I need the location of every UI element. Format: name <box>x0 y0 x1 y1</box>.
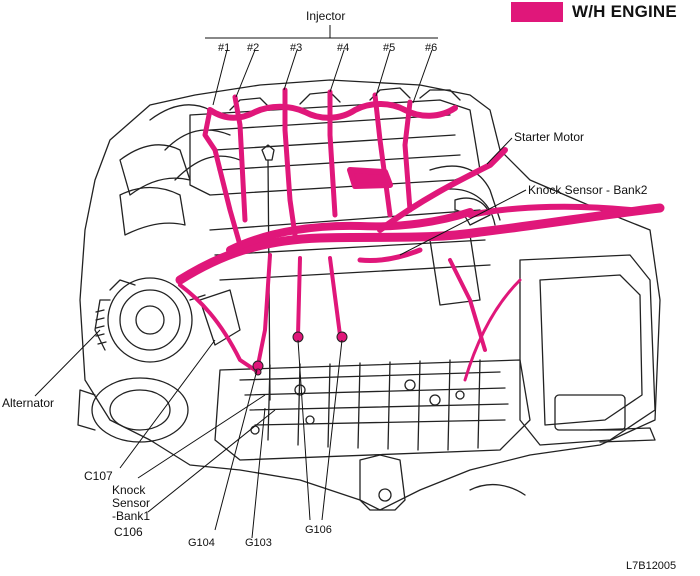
injector-4-label: #4 <box>337 42 350 54</box>
g103-label: G103 <box>245 537 272 549</box>
injector-label: Injector <box>306 9 346 23</box>
legend-title: W/H ENGINE <box>572 2 677 21</box>
figure-code: L7B12005 <box>626 560 677 572</box>
knock-sensor-bank1-line1: Knock <box>112 483 146 497</box>
injector-3-label: #3 <box>290 42 303 54</box>
engine-block-outline <box>79 79 661 511</box>
c106-label: C106 <box>114 525 143 539</box>
c107-label: C107 <box>84 469 113 483</box>
wiring-harness <box>175 87 665 382</box>
knock-sensor-bank1-line2: Sensor <box>112 496 151 510</box>
knock-sensor-bank1-line3: -Bank1 <box>112 509 151 523</box>
injector-2-label: #2 <box>247 42 260 54</box>
g106-label: G106 <box>305 524 332 536</box>
transmission-housing <box>519 254 656 446</box>
knock-sensor-bank2-label: Knock Sensor - Bank2 <box>528 183 648 197</box>
injector-6-label: #6 <box>425 42 438 54</box>
injector-5-label: #5 <box>383 42 396 54</box>
starter-motor-label: Starter Motor <box>514 130 585 144</box>
injector-1-label: #1 <box>218 42 231 54</box>
intake-runners <box>149 104 241 181</box>
g104-label: G104 <box>188 537 215 549</box>
alternator-label: Alternator <box>2 396 55 410</box>
alternator-body <box>107 277 193 363</box>
legend-swatch <box>511 2 563 22</box>
